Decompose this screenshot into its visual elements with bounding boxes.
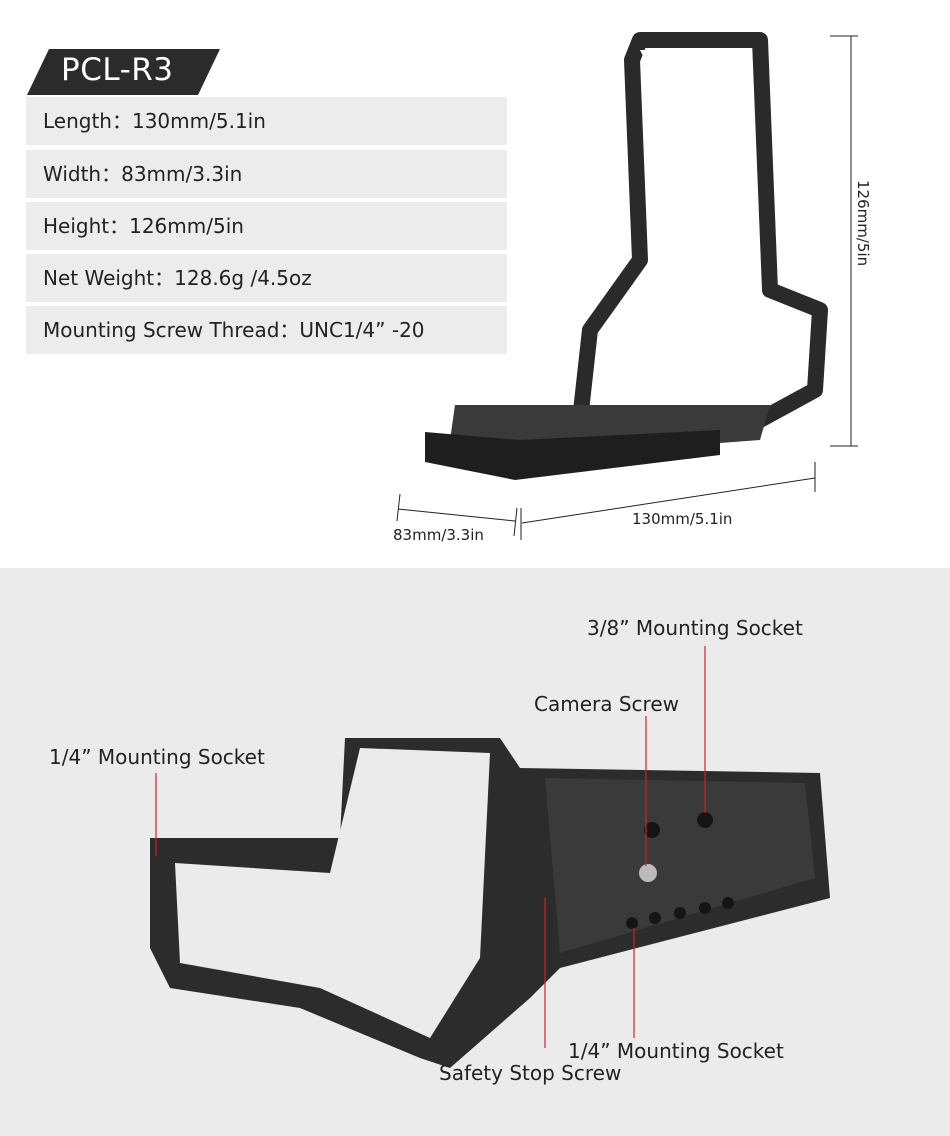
width-dimension: 83mm/3.3in <box>393 526 484 544</box>
callout-38-socket: 3/8” Mounting Socket <box>587 616 803 640</box>
spec-weight: Net Weight：128.6g /4.5oz <box>26 254 507 302</box>
length-dimension: 130mm/5.1in <box>632 510 733 528</box>
bracket-bottom-image <box>150 646 830 1068</box>
model-badge: PCL-R3 <box>27 49 220 95</box>
spec-length: Length：130mm/5.1in <box>26 97 507 145</box>
callout-14-socket-left: 1/4” Mounting Socket <box>49 745 265 769</box>
callout-camera-screw: Camera Screw <box>534 692 679 716</box>
callout-safety-stop: Safety Stop Screw <box>439 1061 622 1085</box>
spec-width: Width：83mm/3.3in <box>26 150 507 198</box>
spec-thread: Mounting Screw Thread：UNC1/4” -20 <box>26 306 507 354</box>
height-dimension: 126mm/5in <box>854 180 872 267</box>
model-name: PCL-R3 <box>61 52 174 88</box>
callout-14-socket-bottom: 1/4” Mounting Socket <box>568 1039 784 1063</box>
spec-height: Height：126mm/5in <box>26 202 507 250</box>
features-section: 3/8” Mounting Socket Camera Screw 1/4” M… <box>0 568 950 1136</box>
bracket-top-image <box>396 32 858 540</box>
specs-section: PCL-R3 Length：130mm/5.1in Width：83mm/3.3… <box>26 32 872 544</box>
